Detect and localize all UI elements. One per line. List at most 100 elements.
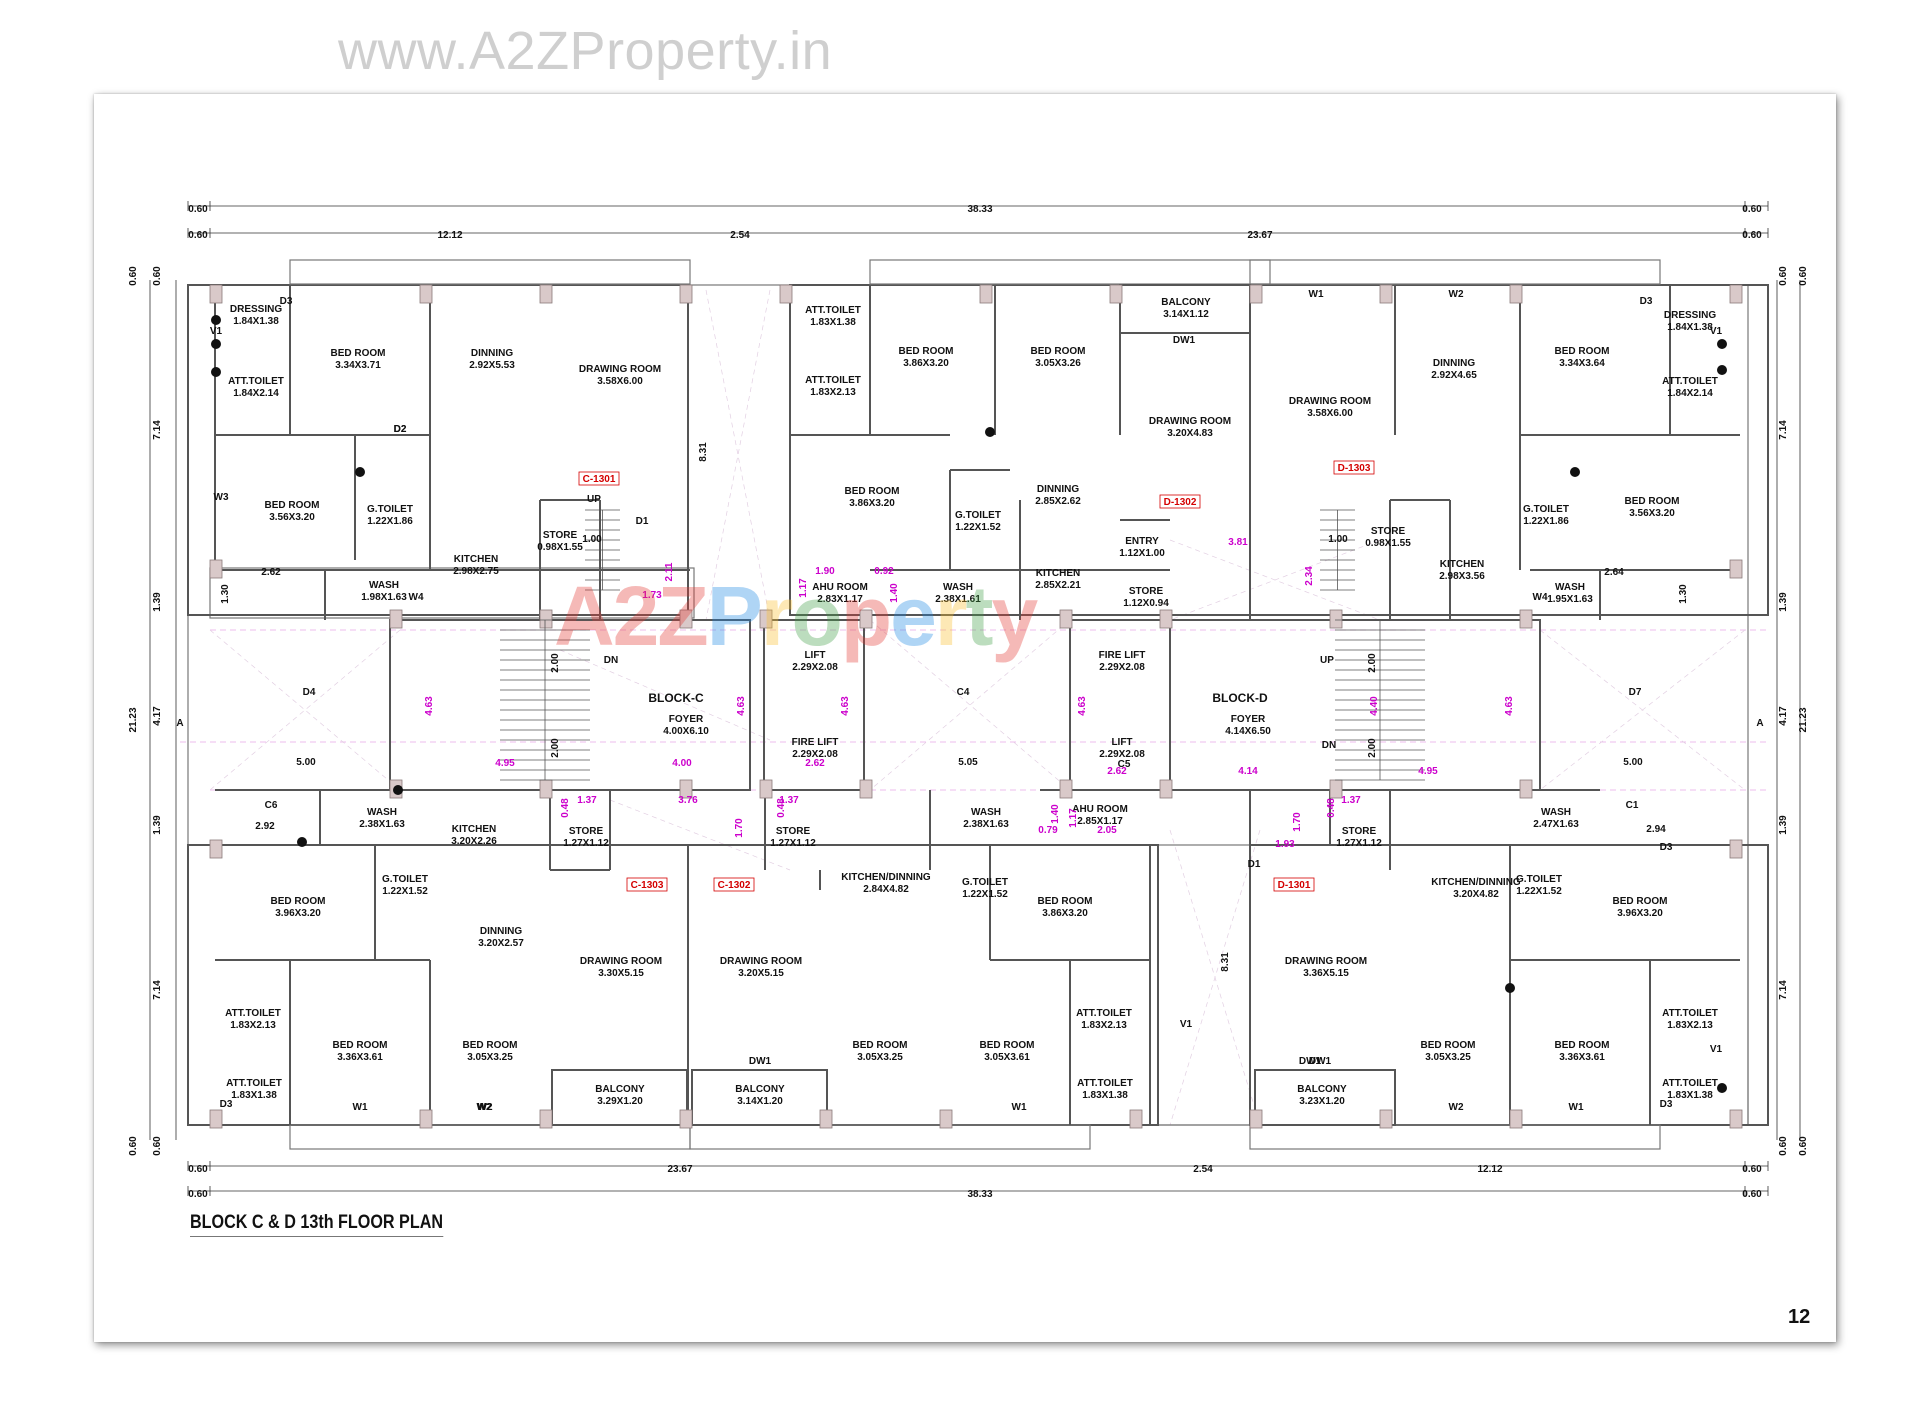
room-size-label: 1.12X1.00: [1119, 548, 1165, 559]
room-name-label: BED ROOM: [1625, 496, 1680, 507]
room-size-label: 1.83X1.38: [1082, 1090, 1128, 1101]
room-name-label: BALCONY: [595, 1084, 645, 1095]
room-name-label: ATT.TOILET: [1077, 1078, 1133, 1089]
stair-dim: 2.00: [550, 738, 561, 758]
room-name-label: STORE: [1129, 586, 1164, 597]
internal-dim: 2.62: [261, 567, 281, 578]
room-size-label: 1.22X1.52: [955, 522, 1001, 533]
structural-column: [209, 1109, 223, 1129]
room-name-label: DRESSING: [1664, 310, 1716, 321]
magenta-dim: 2.62: [1107, 766, 1127, 777]
magenta-dim: 1.70: [1292, 812, 1303, 832]
room-size-label: 4.14X6.50: [1225, 726, 1271, 737]
structural-column: [209, 839, 223, 859]
room-size-label: 1.27X1.12: [770, 838, 816, 849]
room-name-label: DINNING: [471, 348, 513, 359]
unit-tag-box: [1159, 494, 1201, 509]
room-size-label: 3.86X3.20: [1042, 908, 1088, 919]
room-size-label: 2.92X4.65: [1431, 370, 1477, 381]
room-name-label: G.TOILET: [367, 504, 413, 515]
door-window-tag: W1: [1569, 1102, 1584, 1113]
structural-column: [1159, 779, 1173, 799]
door-window-tag: D3: [1660, 1099, 1673, 1110]
door-window-tag: V1: [1710, 1044, 1723, 1055]
magenta-dim: 4.63: [1504, 696, 1515, 716]
room-name-label: LIFT: [804, 650, 825, 661]
side-dim-label: 7.14: [1778, 980, 1789, 1000]
room-name-label: KITCHEN/DINNING: [841, 872, 931, 883]
room-name-label: DRESSING: [230, 304, 282, 315]
side-dim-label: 0.60: [128, 1136, 139, 1156]
lift-core-c: [763, 619, 865, 791]
balcony-bottom-left: [289, 1124, 691, 1150]
room-name-label: DINNING: [1037, 484, 1079, 495]
bottom-dim-label: 2.54: [1193, 1164, 1213, 1175]
structural-column: [679, 609, 693, 629]
room-name-label: FIRE LIFT: [1099, 650, 1146, 661]
stair-dim: 1.00: [582, 534, 602, 545]
internal-dim: 5.05: [958, 757, 978, 768]
side-dim-label: 1.39: [152, 592, 163, 612]
structural-column: [539, 779, 553, 799]
room-size-label: 1.12X0.94: [1123, 598, 1169, 609]
magenta-dim: 4.63: [1077, 696, 1088, 716]
room-name-label: ATT.TOILET: [228, 376, 284, 387]
room-name-label: ATT.TOILET: [805, 375, 861, 386]
room-size-label: 1.27X1.12: [1336, 838, 1382, 849]
room-name-label: KITCHEN: [454, 554, 498, 565]
balcony-top-left: [289, 259, 691, 285]
structural-column: [389, 609, 403, 629]
magenta-dim: 2.05: [1097, 825, 1117, 836]
stair-dim: 2.00: [1367, 738, 1378, 758]
construction-line: [705, 289, 771, 621]
structural-column: [1729, 839, 1743, 859]
room-size-label: 3.20X4.83: [1167, 428, 1213, 439]
room-size-label: 3.05X3.25: [857, 1052, 903, 1063]
magenta-dim: 1.40: [1050, 804, 1061, 824]
internal-dim: 2.94: [1646, 824, 1666, 835]
structural-column: [1249, 1109, 1263, 1129]
room-name-label: DRAWING ROOM: [720, 956, 802, 967]
room-name-label: FIRE LIFT: [792, 737, 839, 748]
internal-dim: 8.31: [698, 442, 709, 462]
room-name-label: BED ROOM: [1555, 346, 1610, 357]
unit-tag: C-1301: [583, 474, 616, 485]
door-window-tag: C5: [1118, 759, 1131, 770]
door-swing-dot: [297, 837, 307, 847]
construction-line: [1539, 629, 1746, 791]
door-window-tag: V1: [210, 326, 223, 337]
room-size-label: 2.29X2.08: [1099, 662, 1145, 673]
structural-column: [419, 284, 433, 304]
door-swing-dot: [1570, 467, 1580, 477]
internal-dim: 8.31: [1220, 952, 1231, 972]
side-dim-label: 1.39: [152, 815, 163, 835]
room-name-label: DRAWING ROOM: [579, 364, 661, 375]
magenta-dim: 1.70: [734, 818, 745, 838]
structural-column: [939, 1109, 953, 1129]
magenta-dim: 1.37: [779, 795, 799, 806]
room-size-label: 3.20X2.26: [451, 836, 497, 847]
room-size-label: 3.20X2.57: [478, 938, 524, 949]
door-swing-dot: [211, 367, 221, 377]
structural-column: [859, 609, 873, 629]
door-swing-dot: [211, 339, 221, 349]
door-window-tag: W2: [478, 1102, 493, 1113]
door-window-tag: W3: [214, 492, 229, 503]
room-size-label: 3.29X1.20: [597, 1096, 643, 1107]
magenta-dim: 0.48: [776, 798, 787, 818]
room-name-label: AHU ROOM: [1072, 804, 1128, 815]
room-name-label: DRAWING ROOM: [1289, 396, 1371, 407]
room-name-label: ENTRY: [1125, 536, 1159, 547]
door-window-tag: D2: [394, 424, 407, 435]
room-size-label: 1.22X1.52: [1516, 886, 1562, 897]
magenta-dim: 0.48: [1326, 798, 1337, 818]
structural-column: [979, 284, 993, 304]
room-name-label: STORE: [569, 826, 604, 837]
room-size-label: 2.85X2.62: [1035, 496, 1081, 507]
unit-tag: D-1303: [1338, 463, 1371, 474]
construction-line: [1169, 829, 1261, 1126]
top-dim-label: 23.67: [1247, 230, 1272, 241]
room-name-label: STORE: [1371, 526, 1406, 537]
door-window-tag: C6: [265, 800, 278, 811]
